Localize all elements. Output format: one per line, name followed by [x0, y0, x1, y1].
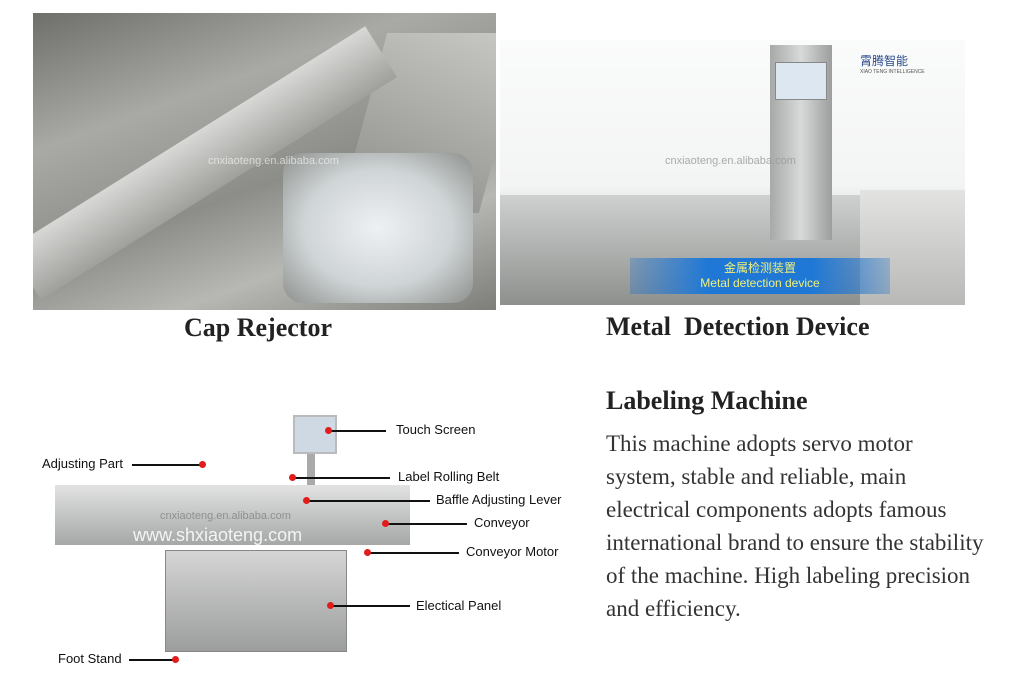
- watermark: www.shxiaoteng.com: [133, 525, 303, 545]
- annotation-electrical-panel: Electical Panel: [416, 598, 502, 613]
- annotation-touch-screen: Touch Screen: [396, 422, 476, 437]
- watermark: cnxiaoteng.en.alibaba.com: [208, 155, 339, 167]
- cap-rejector-caption: Cap Rejector: [184, 313, 332, 342]
- annotation-conveyor: Conveyor: [474, 515, 530, 530]
- cap-rejector-photo: cnxiaoteng.en.alibaba.com: [33, 13, 496, 310]
- watermark: cnxiaoteng.en.alibaba.com: [665, 155, 796, 167]
- annotation-foot-stand: Foot Stand: [58, 651, 122, 666]
- labeling-machine-title: Labeling Machine: [606, 386, 808, 415]
- labeling-machine-description: This machine adopts servo motor system, …: [606, 431, 984, 621]
- labeling-machine-photo: cnxiaoteng.en.alibaba.com www.shxiaoteng…: [45, 385, 438, 680]
- watermark: cnxiaoteng.en.alibaba.com: [160, 510, 291, 522]
- metal-detection-caption: Metal Detection Device: [606, 312, 870, 341]
- annotation-label-rolling-belt: Label Rolling Belt: [398, 469, 500, 484]
- annotation-conveyor-motor: Conveyor Motor: [466, 544, 559, 559]
- annotation-baffle-adjusting-lever: Baffle Adjusting Lever: [436, 492, 562, 507]
- annotation-adjusting-part: Adjusting Part: [42, 456, 123, 471]
